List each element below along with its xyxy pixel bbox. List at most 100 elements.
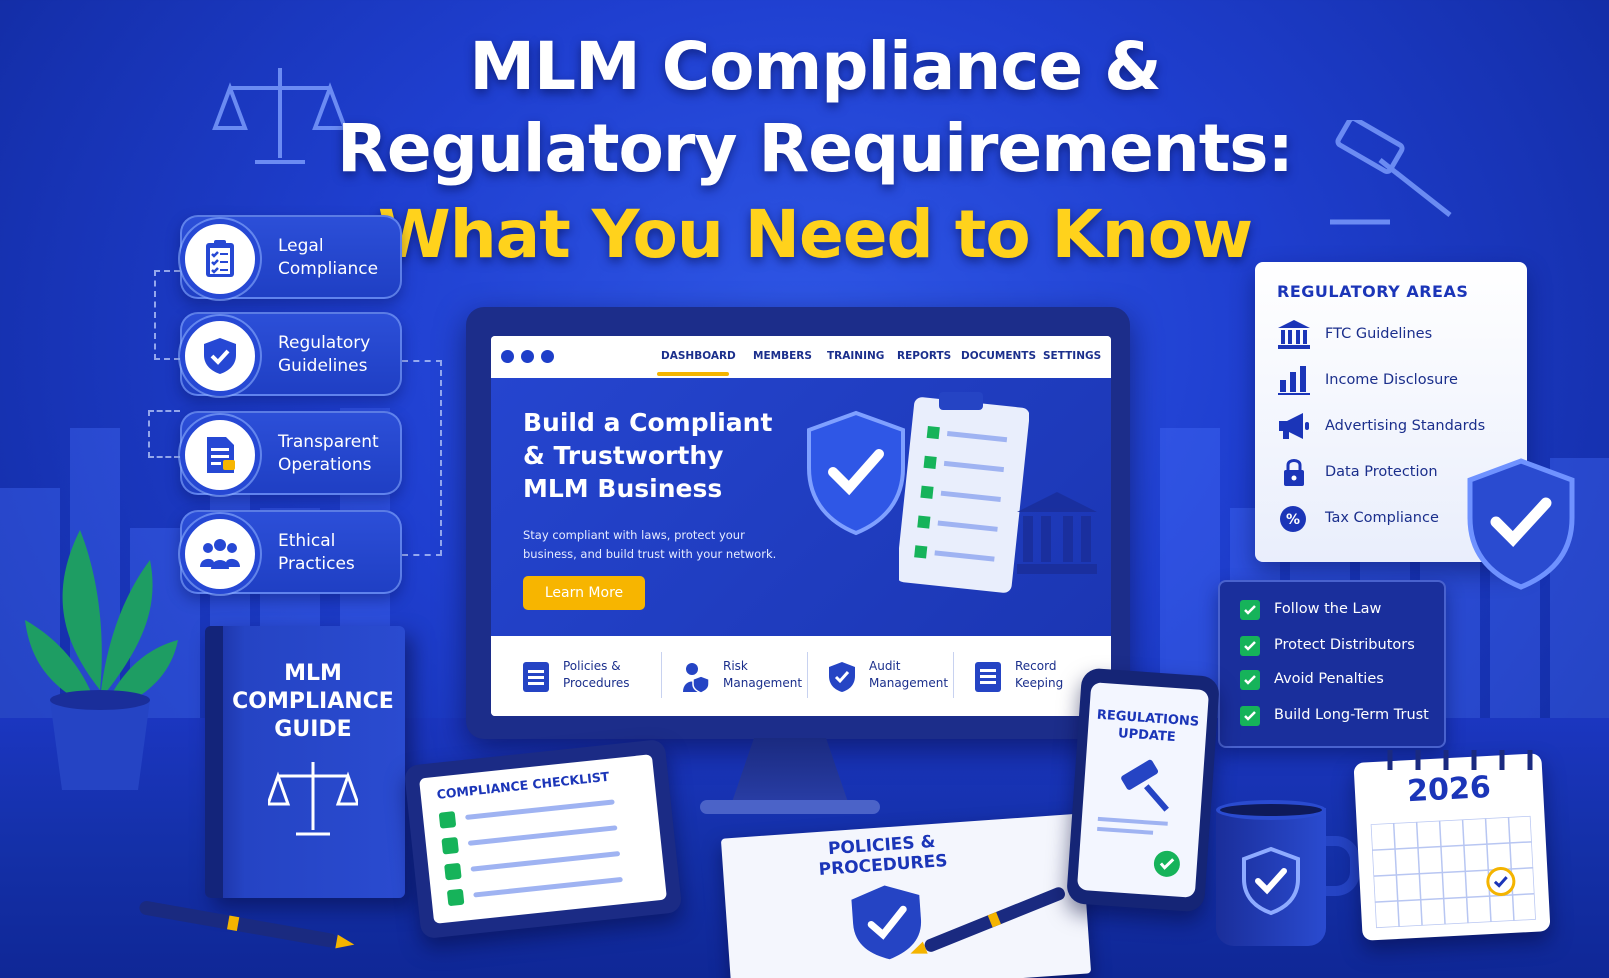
nav-documents[interactable]: DOCUMENTS bbox=[961, 350, 1037, 362]
window-dot bbox=[541, 350, 554, 363]
feature-label-line-1: Risk bbox=[723, 659, 748, 673]
shield-check-icon bbox=[1467, 458, 1575, 590]
feature-label-line-1: Audit bbox=[869, 659, 901, 673]
feature-label-line-1: Record bbox=[1015, 659, 1057, 673]
benefits-checklist-card: Follow the Law Protect Distributors Avoi… bbox=[1218, 580, 1446, 748]
pill-regulatory-guidelines[interactable]: Regulatory Guidelines bbox=[180, 312, 402, 396]
connector-line bbox=[148, 410, 180, 458]
checkbox-icon bbox=[1240, 706, 1260, 726]
nav-training[interactable]: TRAINING bbox=[827, 350, 885, 362]
window-dot bbox=[521, 350, 534, 363]
gavel-icon bbox=[1330, 120, 1452, 225]
pill-ethical-practices[interactable]: Ethical Practices bbox=[180, 510, 402, 594]
feature-label-line-2: Management bbox=[723, 676, 803, 690]
scale-icon bbox=[268, 762, 358, 836]
feature-label-line-2: Procedures bbox=[563, 676, 630, 690]
tablet-title: COMPLIANCE CHECKLIST bbox=[435, 768, 610, 802]
hero-subtitle-line-1: Stay compliant with laws, protect your bbox=[523, 528, 745, 542]
checklist-row bbox=[438, 799, 615, 829]
hero-banner: Build a Compliant & Trustworthy MLM Busi… bbox=[491, 378, 1111, 636]
nav-settings[interactable]: SETTINGS bbox=[1043, 350, 1102, 362]
hero-subtitle-line-2: business, and build trust with your netw… bbox=[523, 547, 777, 561]
check-circle-icon bbox=[1153, 850, 1180, 877]
calendar-rings bbox=[1387, 750, 1533, 770]
book-title-line-1: MLM bbox=[284, 661, 342, 686]
book-title-line-3: GUIDE bbox=[274, 717, 352, 742]
hero-title-line-1: Build a Compliant bbox=[523, 408, 773, 437]
shield-check-icon bbox=[1242, 846, 1300, 916]
feature-label-line-2: Management bbox=[869, 676, 949, 690]
headline-line-1: MLM Compliance & bbox=[469, 28, 1161, 105]
regulatory-item-label: Data Protection bbox=[1325, 464, 1438, 480]
checkbox-icon bbox=[1240, 670, 1260, 690]
book-title-line-2: COMPLIANCE bbox=[232, 689, 394, 714]
checklist-row bbox=[441, 825, 618, 855]
regulatory-item-label: FTC Guidelines bbox=[1325, 326, 1433, 342]
pill-label-line-1: Transparent bbox=[278, 432, 379, 452]
mug-rim bbox=[1216, 800, 1326, 820]
gavel-icon bbox=[1121, 759, 1169, 812]
compliance-checklist-tablet: COMPLIANCE CHECKLIST bbox=[403, 738, 683, 940]
regulatory-item-label: Income Disclosure bbox=[1325, 372, 1458, 388]
feature-label-line-2: Keeping bbox=[1015, 676, 1064, 690]
regulatory-areas-title: REGULATORY AREAS bbox=[1277, 282, 1469, 301]
checklist-label: Build Long-Term Trust bbox=[1274, 707, 1429, 723]
coffee-mug bbox=[1216, 808, 1326, 946]
pill-label-line-1: Regulatory bbox=[278, 333, 371, 353]
shield-check-icon bbox=[851, 885, 921, 960]
book-spine bbox=[205, 626, 223, 898]
checklist-row bbox=[446, 876, 623, 907]
bank-icon bbox=[1278, 320, 1310, 349]
shield-check-icon bbox=[204, 338, 236, 374]
connector-line bbox=[402, 360, 442, 556]
compliance-guide-book bbox=[205, 626, 405, 898]
megaphone-icon bbox=[1279, 413, 1309, 439]
document-icon bbox=[523, 662, 549, 692]
text-line bbox=[1097, 826, 1154, 835]
checklist-row bbox=[444, 851, 621, 881]
bar-chart-icon bbox=[1278, 366, 1310, 395]
percent-icon: % bbox=[1280, 506, 1306, 532]
potted-plant bbox=[25, 530, 178, 790]
clipboard-checklist-icon bbox=[899, 392, 1029, 593]
clipboard-icon bbox=[206, 240, 234, 277]
person-shield-icon bbox=[683, 663, 710, 694]
regulatory-item-label: Advertising Standards bbox=[1325, 418, 1486, 434]
lock-icon bbox=[1284, 459, 1304, 486]
pill-label-line-1: Ethical bbox=[278, 531, 336, 551]
pill-label-line-2: Operations bbox=[278, 455, 372, 475]
website-navbar: DASHBOARD MEMBERS TRAINING REPORTS DOCUM… bbox=[491, 336, 1111, 378]
checklist-label: Avoid Penalties bbox=[1274, 671, 1384, 687]
calendar: 2026 bbox=[1353, 753, 1551, 941]
pill-label-line-2: Guidelines bbox=[278, 356, 368, 376]
pen-icon bbox=[139, 900, 355, 949]
shield-check-icon bbox=[807, 410, 905, 536]
checkbox-icon bbox=[1240, 600, 1260, 620]
nav-members[interactable]: MEMBERS bbox=[753, 350, 812, 362]
scale-icon bbox=[212, 68, 348, 164]
courthouse-icon bbox=[1017, 492, 1097, 574]
people-icon bbox=[200, 539, 240, 569]
feature-label-line-1: Policies & bbox=[563, 659, 621, 673]
policies-procedures-paper: POLICIES & PROCEDURES bbox=[720, 813, 1092, 978]
svg-text:%: % bbox=[1286, 512, 1300, 528]
pill-transparent-operations[interactable]: Transparent Operations bbox=[180, 411, 402, 495]
nav-active-indicator bbox=[657, 372, 729, 376]
shield-check-icon bbox=[829, 662, 855, 692]
feature-divider bbox=[807, 652, 808, 698]
checklist-label: Follow the Law bbox=[1274, 601, 1382, 617]
pill-legal-compliance[interactable]: Legal Compliance bbox=[180, 215, 402, 299]
connector-line bbox=[154, 270, 180, 360]
window-dot bbox=[501, 350, 514, 363]
monitor-base bbox=[700, 800, 880, 814]
feature-divider bbox=[661, 652, 662, 698]
learn-more-button[interactable]: Learn More bbox=[523, 576, 645, 610]
monitor-stand bbox=[730, 738, 850, 808]
regulatory-item-label: Tax Compliance bbox=[1325, 510, 1439, 526]
nav-dashboard[interactable]: DASHBOARD bbox=[661, 350, 736, 362]
nav-reports[interactable]: REPORTS bbox=[897, 350, 952, 362]
headline-line-2: Regulatory Requirements: bbox=[337, 110, 1294, 187]
list-icon bbox=[975, 662, 1001, 692]
pill-label-line-2: Practices bbox=[278, 554, 355, 574]
